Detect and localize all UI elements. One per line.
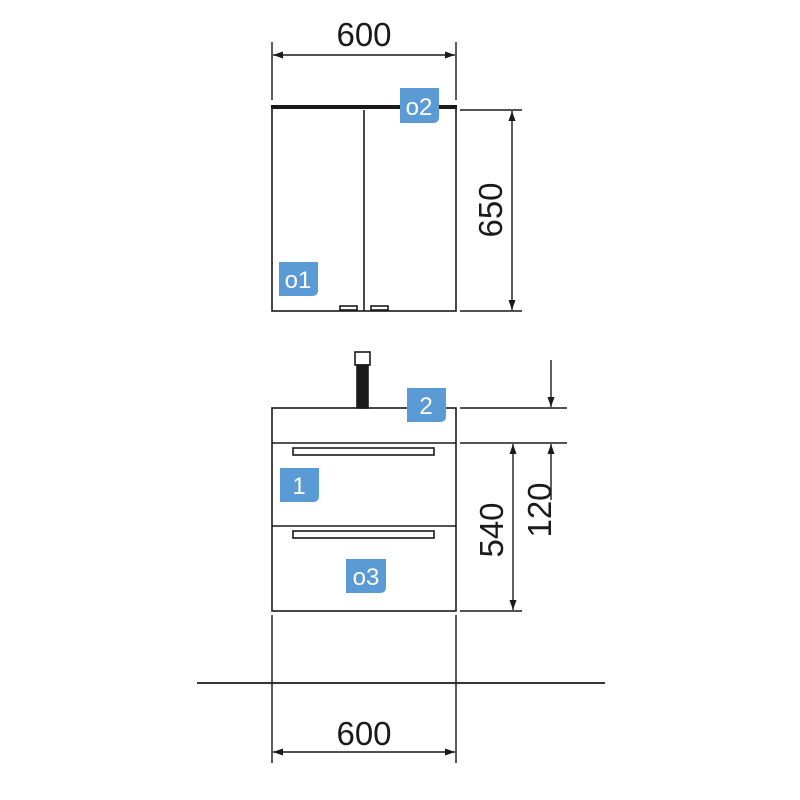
basin-unit	[271, 407, 457, 612]
badge-o1: o1	[279, 262, 318, 296]
right-door-handle	[370, 305, 389, 311]
floor-and-width-dimension	[197, 615, 605, 763]
wall-cabinet-height-dimension	[460, 109, 522, 312]
svg-text:o1: o1	[285, 267, 312, 294]
basin-unit-width-label: 600	[336, 715, 391, 752]
basin-unit-height-label: 540	[473, 502, 510, 557]
basin-top-height-label: 120	[521, 482, 558, 537]
faucet-cap	[354, 351, 371, 366]
left-door-handle	[339, 305, 358, 311]
badge-2: 2	[407, 388, 446, 422]
basin-unit-dimensions	[460, 360, 567, 612]
faucet	[354, 351, 371, 409]
svg-text:o3: o3	[353, 564, 380, 591]
wall-cabinet-width-dimension	[271, 42, 457, 100]
svg-text:o2: o2	[406, 94, 433, 121]
faucet-body	[356, 364, 369, 409]
basin-unit-body	[271, 407, 457, 612]
wall-cabinet-height-label: 650	[472, 182, 509, 237]
wall-cabinet-width-label: 600	[336, 16, 391, 53]
badge-o3: o3	[346, 559, 386, 593]
upper-drawer-handle	[292, 447, 435, 456]
svg-text:2: 2	[419, 393, 432, 420]
badge-o2: o2	[400, 88, 439, 123]
lower-drawer-handle	[292, 530, 435, 539]
svg-text:1: 1	[292, 473, 305, 500]
badge-1: 1	[280, 468, 319, 502]
